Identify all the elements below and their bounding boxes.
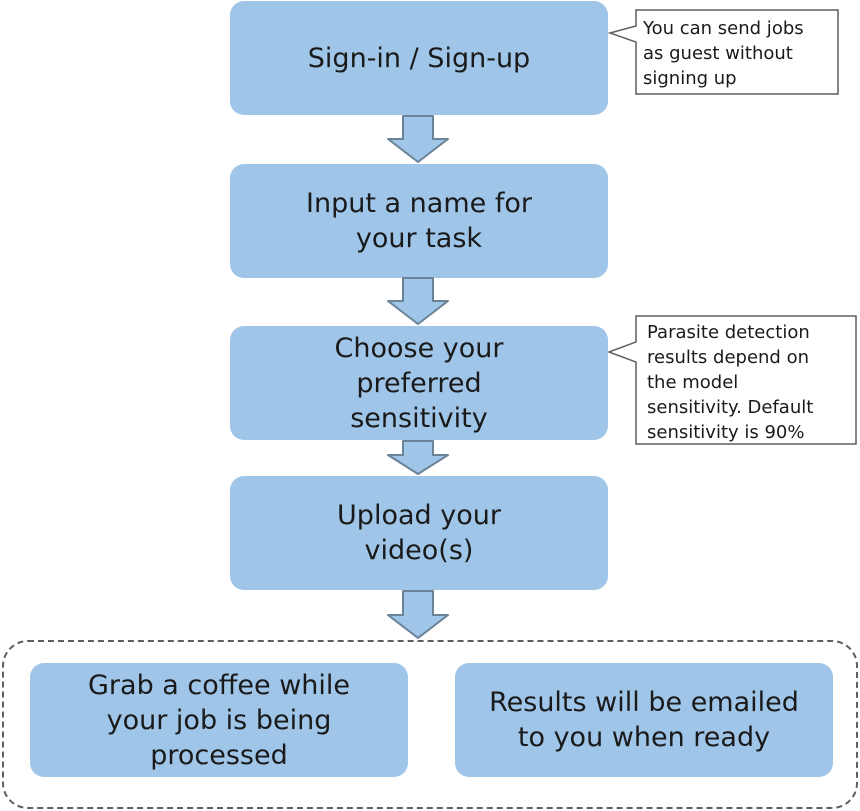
step-label-line: Sign-in / Sign-up xyxy=(307,42,531,74)
step-label-line: processed xyxy=(150,739,288,771)
callout-line: the model xyxy=(647,372,739,393)
callout-line: You can send jobs xyxy=(643,18,804,39)
down-arrow-2 xyxy=(387,277,449,325)
down-arrow-1 xyxy=(387,115,449,163)
down-arrow-3 xyxy=(387,440,449,475)
step-results-emailed: Results will be emailed to you when read… xyxy=(455,663,833,777)
callout-bubble-2 xyxy=(606,315,857,445)
callout-line: results depend on xyxy=(647,347,809,368)
step-sign-in-sign-up: Sign-in / Sign-up xyxy=(230,1,608,115)
callout-line: Parasite detection xyxy=(647,322,810,343)
step-label-line: Upload your xyxy=(337,500,501,531)
step-label-line: Input a name for xyxy=(306,188,532,219)
callout-line: as guest without xyxy=(643,43,793,64)
step-input-task-name: Input a name for your task xyxy=(230,164,608,278)
step-choose-sensitivity: Choose your preferred sensitivity xyxy=(230,326,608,440)
step-label-line: video(s) xyxy=(364,535,474,566)
step-grab-coffee: Grab a coffee while your job is being pr… xyxy=(30,663,408,777)
callout-line: sensitivity. Default xyxy=(647,397,814,418)
callout-sensitivity-note: Parasite detection results depend on the… xyxy=(647,320,852,445)
callout-guest-note: You can send jobs as guest without signi… xyxy=(643,16,838,91)
callout-line: sensitivity is 90% xyxy=(647,422,805,443)
step-label-line: Results will be xyxy=(489,687,683,718)
step-label-line: sensitivity xyxy=(350,402,488,434)
step-upload-videos: Upload your video(s) xyxy=(230,476,608,590)
final-steps-group xyxy=(2,640,858,809)
callout-line: signing up xyxy=(643,68,737,89)
step-label-line: when ready xyxy=(611,722,771,753)
step-label-line: preferred xyxy=(356,367,482,399)
step-label-line: your job is being xyxy=(106,704,332,736)
step-label-line: your task xyxy=(355,223,483,254)
step-label-line: Grab a coffee while xyxy=(88,669,350,701)
callout-bubble-1 xyxy=(607,9,839,95)
step-label-line: Choose your xyxy=(334,332,504,364)
down-arrow-4 xyxy=(387,590,449,639)
step-label-line: emailed to you xyxy=(517,687,799,753)
